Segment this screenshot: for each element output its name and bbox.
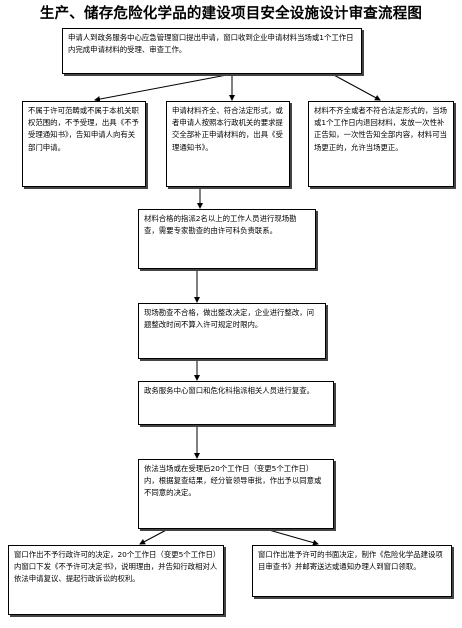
step-incomplete-text: 材料不齐全或者不符合法定形式的，当场或1个工作日内退回材料，发放一次性补正告知，…	[314, 106, 448, 152]
step-incomplete: 材料不齐全或者不符合法定形式的，当场或1个工作日内退回材料，发放一次性补正告知，…	[308, 101, 454, 187]
step-rectification-text: 现场勘查不合格，做出整改决定，企业进行整改，问题整改时间不算入许可规定时限内。	[144, 308, 314, 330]
step-decision-text: 依法当场或在受理后20个工作日（变更5个工作日）内，根据复查结果，经分管领导审批…	[144, 464, 322, 498]
connector-apply-to-reject	[94, 73, 233, 103]
step-apply: 申请人到政务服务中心应急管理窗口提出申请，窗口收到企业申请材料当场或1个工作日内…	[62, 28, 362, 74]
step-decision: 依法当场或在受理后20个工作日（变更5个工作日）内，根据复查结果，经分管领导审批…	[138, 459, 334, 529]
step-site-inspection-text: 材料合格的指派2名以上的工作人员进行现场勘查，需要专家勘查的由许可科负责联系。	[144, 214, 297, 236]
step-approve: 窗口作出准予许可的书面决定，制作《危险化学品建设项目审查书》并邮寄送达或通知办理…	[252, 545, 452, 597]
step-review: 政务服务中心窗口和危化科指派相关人员进行复查。	[138, 381, 334, 425]
step-reject-out-of-scope: 不属于许可范畴或不属于本机关职权范围的，不予受理，出具《不予受理通知书》，告知申…	[22, 101, 146, 187]
step-site-inspection: 材料合格的指派2名以上的工作人员进行现场勘查，需要专家勘查的由许可科负责联系。	[138, 209, 316, 269]
step-reject-out-of-scope-text: 不属于许可范畴或不属于本机关职权范围的，不予受理，出具《不予受理通知书》，告知申…	[28, 106, 139, 152]
step-deny-text: 窗口作出不予行政许可的决定，20个工作日（变更5个工作日）内窗口下发《不予许可决…	[14, 550, 218, 584]
connector-decision-to-deny	[139, 527, 171, 545]
step-apply-text: 申请人到政务服务中心应急管理窗口提出申请，窗口收到企业申请材料当场或1个工作日内…	[68, 33, 354, 55]
step-accept-text: 申请材料齐全、符合法定形式，或者申请人按照本行政机关的要求提交全部补正申请材料的…	[172, 106, 283, 152]
step-accept: 申请材料齐全、符合法定形式，或者申请人按照本行政机关的要求提交全部补正申请材料的…	[166, 101, 290, 187]
step-deny: 窗口作出不予行政许可的决定，20个工作日（变更5个工作日）内窗口下发《不予许可决…	[8, 545, 224, 615]
step-rectification: 现场勘查不合格，做出整改决定，企业进行整改，问题整改时间不算入许可规定时限内。	[138, 303, 326, 359]
step-approve-text: 窗口作出准予许可的书面决定，制作《危险化学品建设项目审查书》并邮寄送达或通知办理…	[258, 550, 443, 572]
page-title: 生产、储存危险化学品的建设项目安全设施设计审查流程图	[39, 6, 423, 22]
connector-decision-to-approve	[261, 527, 319, 546]
step-review-text: 政务服务中心窗口和危化科指派相关人员进行复查。	[144, 386, 314, 395]
connector-apply-to-incomplete	[331, 73, 381, 101]
